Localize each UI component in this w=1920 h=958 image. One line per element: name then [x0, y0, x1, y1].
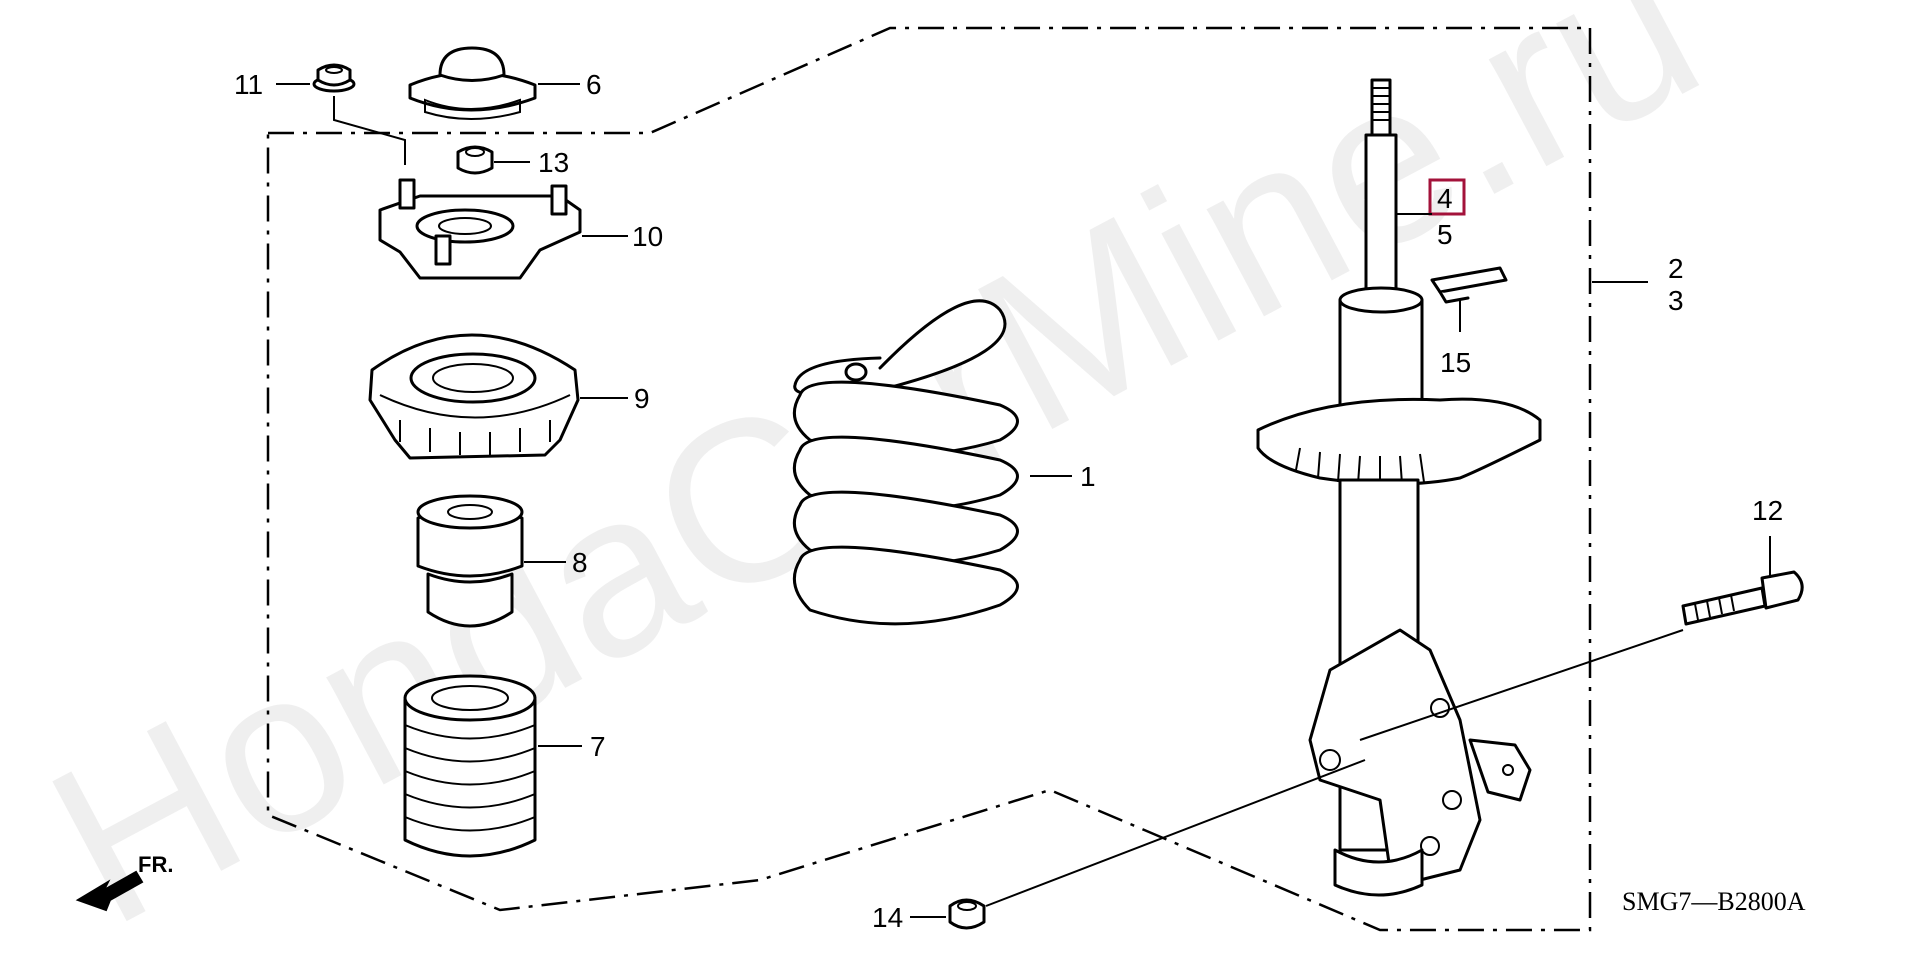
callout-1[interactable]: 1	[1080, 461, 1096, 492]
part-14-flange-nut[interactable]	[948, 898, 986, 930]
callout-13[interactable]: 13	[538, 147, 569, 178]
callout-8[interactable]: 8	[572, 547, 588, 578]
part-8-bump-stop[interactable]	[416, 494, 524, 628]
part-7-dust-boot[interactable]	[403, 674, 537, 858]
callout-7[interactable]: 7	[590, 731, 606, 762]
assembly-boundary	[266, 26, 1592, 932]
callout-12[interactable]: 12	[1752, 495, 1783, 526]
callout-4[interactable]: 4	[1437, 183, 1453, 214]
callout-9[interactable]: 9	[634, 383, 650, 414]
leader-12-bolt	[1359, 629, 1684, 741]
callout-14[interactable]: 14	[872, 902, 903, 933]
part-9-spring-seat[interactable]	[368, 333, 580, 460]
front-direction-arrow: FR.	[75, 852, 173, 912]
callout-11[interactable]: 11	[234, 69, 263, 100]
callout-2[interactable]: 2	[1668, 253, 1684, 284]
leader-14-nut	[985, 759, 1366, 907]
callout-4-highlight	[1428, 178, 1466, 216]
diagram-code: SMG7—B2800A	[1622, 887, 1806, 916]
arrow-icon	[75, 870, 144, 912]
callout-15[interactable]: 15	[1440, 347, 1471, 378]
part-15-hose-clip[interactable]	[1430, 266, 1508, 304]
part-10-upper-mount[interactable]	[378, 178, 582, 280]
part-4-5-strut-damper[interactable]	[1256, 78, 1542, 897]
callout-10[interactable]: 10	[632, 221, 663, 252]
part-11-flange-nut[interactable]	[312, 63, 356, 93]
part-12-flange-bolt[interactable]	[1681, 570, 1804, 626]
callout-3[interactable]: 3	[1668, 285, 1684, 316]
part-13-nut[interactable]	[456, 145, 494, 175]
part-6-top-cap[interactable]	[408, 46, 537, 120]
callout-6[interactable]: 6	[586, 69, 602, 100]
leader-11-stud	[333, 96, 406, 165]
callout-5[interactable]: 5	[1437, 219, 1453, 250]
direction-label: FR.	[138, 852, 173, 877]
part-1-coil-spring[interactable]	[792, 299, 1019, 626]
